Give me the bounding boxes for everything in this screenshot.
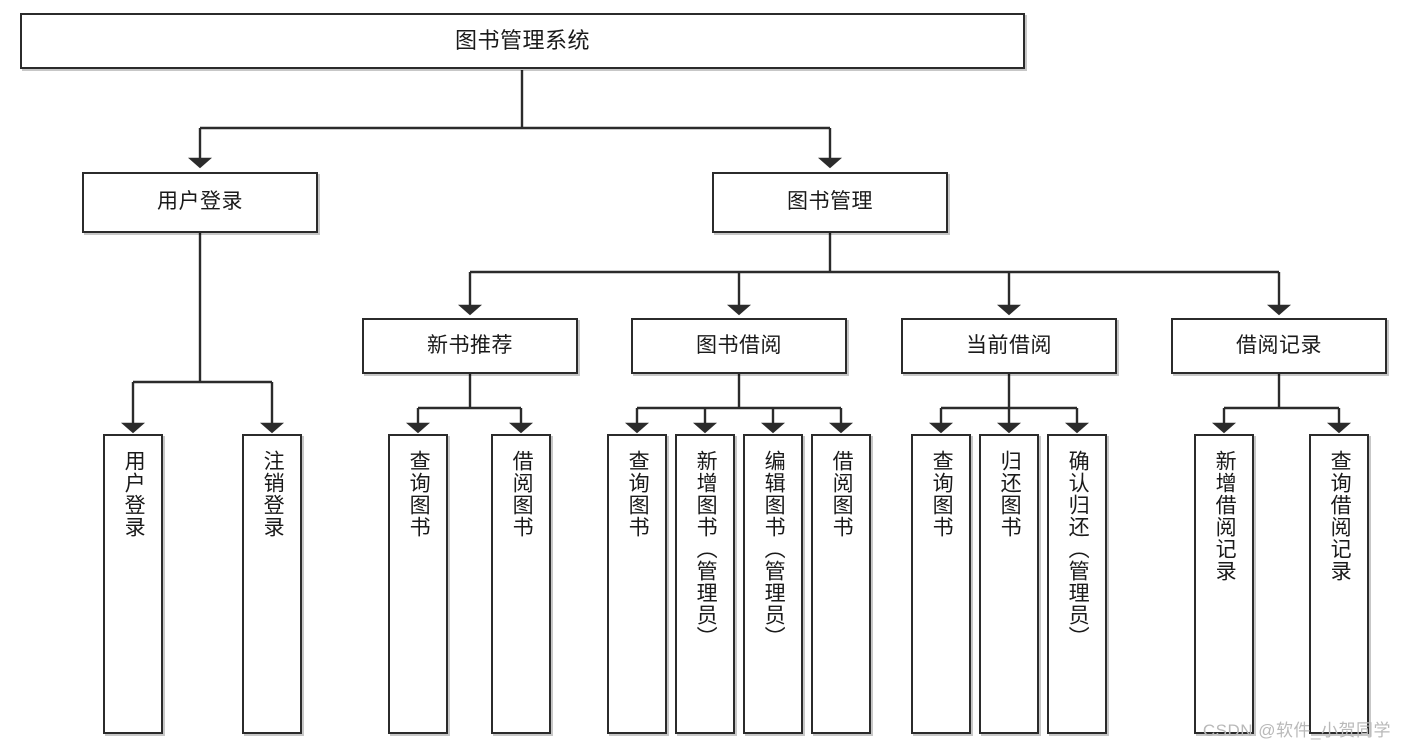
node-borrow-records[interactable]: 借阅记录 bbox=[1171, 318, 1387, 374]
node-label: 借阅图书 bbox=[830, 450, 854, 538]
leaf-query-book-recommend[interactable]: 查询图书 bbox=[388, 434, 448, 734]
node-new-book-recommendation[interactable]: 新书推荐 bbox=[362, 318, 578, 374]
node-label: 查询图书 bbox=[930, 450, 954, 538]
node-label: 用户登录 bbox=[122, 450, 146, 538]
node-label: 图书管理系统 bbox=[454, 28, 590, 54]
node-label: 查询图书 bbox=[626, 450, 650, 538]
node-label: 新书推荐 bbox=[427, 333, 513, 357]
leaf-edit-book-admin[interactable]: 编辑图书（管理员） bbox=[743, 434, 803, 734]
node-label: 归还图书 bbox=[998, 450, 1022, 538]
node-label: 查询图书 bbox=[407, 450, 431, 538]
leaf-logout[interactable]: 注销登录 bbox=[242, 434, 302, 734]
node-label: 确认归还（管理员） bbox=[1066, 450, 1090, 648]
node-label: 图书管理 bbox=[787, 190, 873, 214]
node-book-management[interactable]: 图书管理 bbox=[712, 172, 948, 233]
node-user-login[interactable]: 用户登录 bbox=[82, 172, 318, 233]
node-label: 注销登录 bbox=[261, 450, 285, 538]
node-label: 新增图书（管理员） bbox=[694, 450, 718, 648]
node-label: 新增借阅记录 bbox=[1213, 450, 1237, 582]
node-label: 借阅图书 bbox=[510, 450, 534, 538]
node-label: 借阅记录 bbox=[1236, 333, 1322, 357]
leaf-query-borrow-record[interactable]: 查询借阅记录 bbox=[1309, 434, 1369, 734]
node-label: 图书借阅 bbox=[696, 333, 782, 357]
node-label: 编辑图书（管理员） bbox=[762, 450, 786, 648]
watermark: CSDN @软件_小贺同学 bbox=[1202, 721, 1391, 740]
leaf-borrow-book-recommend[interactable]: 借阅图书 bbox=[491, 434, 551, 734]
leaf-return-book[interactable]: 归还图书 bbox=[979, 434, 1039, 734]
leaf-add-borrow-record[interactable]: 新增借阅记录 bbox=[1194, 434, 1254, 734]
node-label: 查询借阅记录 bbox=[1328, 450, 1352, 582]
leaf-query-book-current[interactable]: 查询图书 bbox=[911, 434, 971, 734]
leaf-user-login[interactable]: 用户登录 bbox=[103, 434, 163, 734]
node-label: 当前借阅 bbox=[966, 333, 1052, 357]
node-book-borrowing[interactable]: 图书借阅 bbox=[631, 318, 847, 374]
leaf-query-book-borrowing[interactable]: 查询图书 bbox=[607, 434, 667, 734]
leaf-confirm-return-admin[interactable]: 确认归还（管理员） bbox=[1047, 434, 1107, 734]
leaf-borrow-book[interactable]: 借阅图书 bbox=[811, 434, 871, 734]
node-root[interactable]: 图书管理系统 bbox=[20, 13, 1025, 69]
node-label: 用户登录 bbox=[157, 190, 243, 214]
leaf-add-book-admin[interactable]: 新增图书（管理员） bbox=[675, 434, 735, 734]
node-current-borrowing[interactable]: 当前借阅 bbox=[901, 318, 1117, 374]
